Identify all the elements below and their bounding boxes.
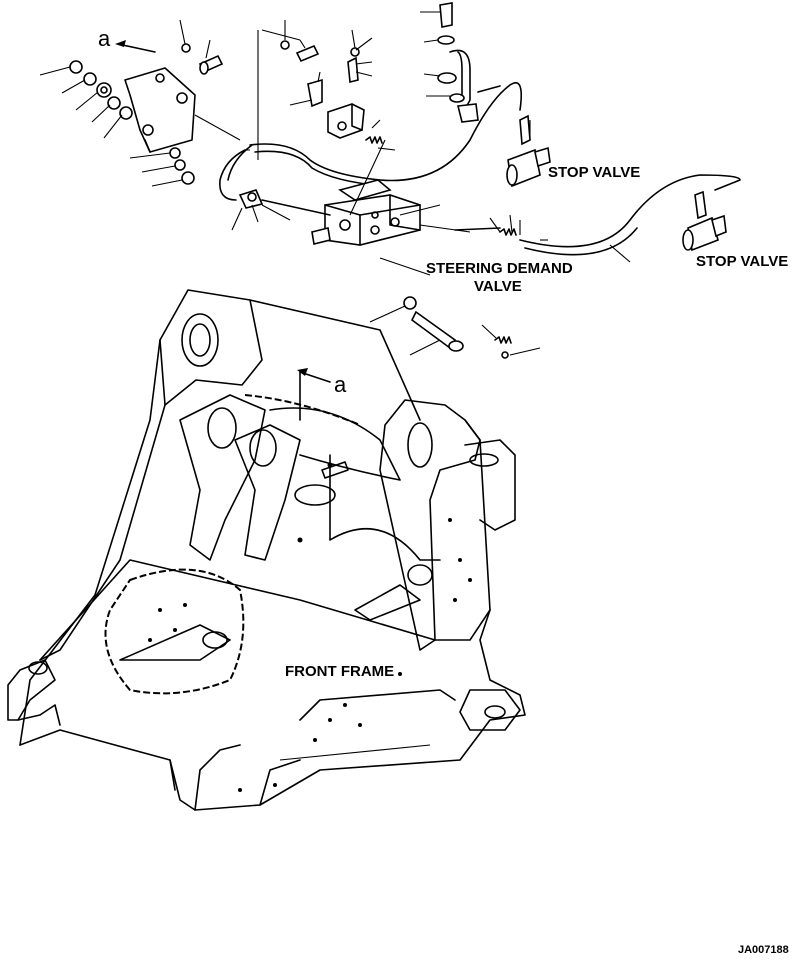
stop-valve-upper-label: STOP VALVE — [548, 164, 641, 181]
fastener-set-left — [39, 60, 195, 187]
callout-a-top: a — [98, 26, 111, 51]
leader-lines — [194, 29, 301, 160]
frame-hose-route — [244, 394, 361, 426]
callout-a-frame: a — [334, 372, 347, 397]
stop-valve-lower-drawing — [682, 190, 727, 252]
steering-demand-valve-drawing — [231, 103, 631, 359]
bracket-plate — [124, 67, 196, 153]
drawing-code: JA007188 — [738, 944, 789, 956]
stop-valve-upper-drawing — [506, 114, 551, 188]
steering-demand-valve-label-line2: VALVE — [474, 278, 522, 295]
front-frame-label: FRONT FRAME — [285, 663, 395, 680]
hoses — [219, 82, 741, 256]
front-frame-drawing — [7, 289, 526, 811]
stop-valve-lower-label: STOP VALVE — [696, 253, 789, 270]
steering-demand-valve-label-line1: STEERING DEMAND — [426, 260, 573, 277]
top-pipe-fitting — [420, 2, 479, 123]
bolt-set-top — [179, 19, 373, 108]
